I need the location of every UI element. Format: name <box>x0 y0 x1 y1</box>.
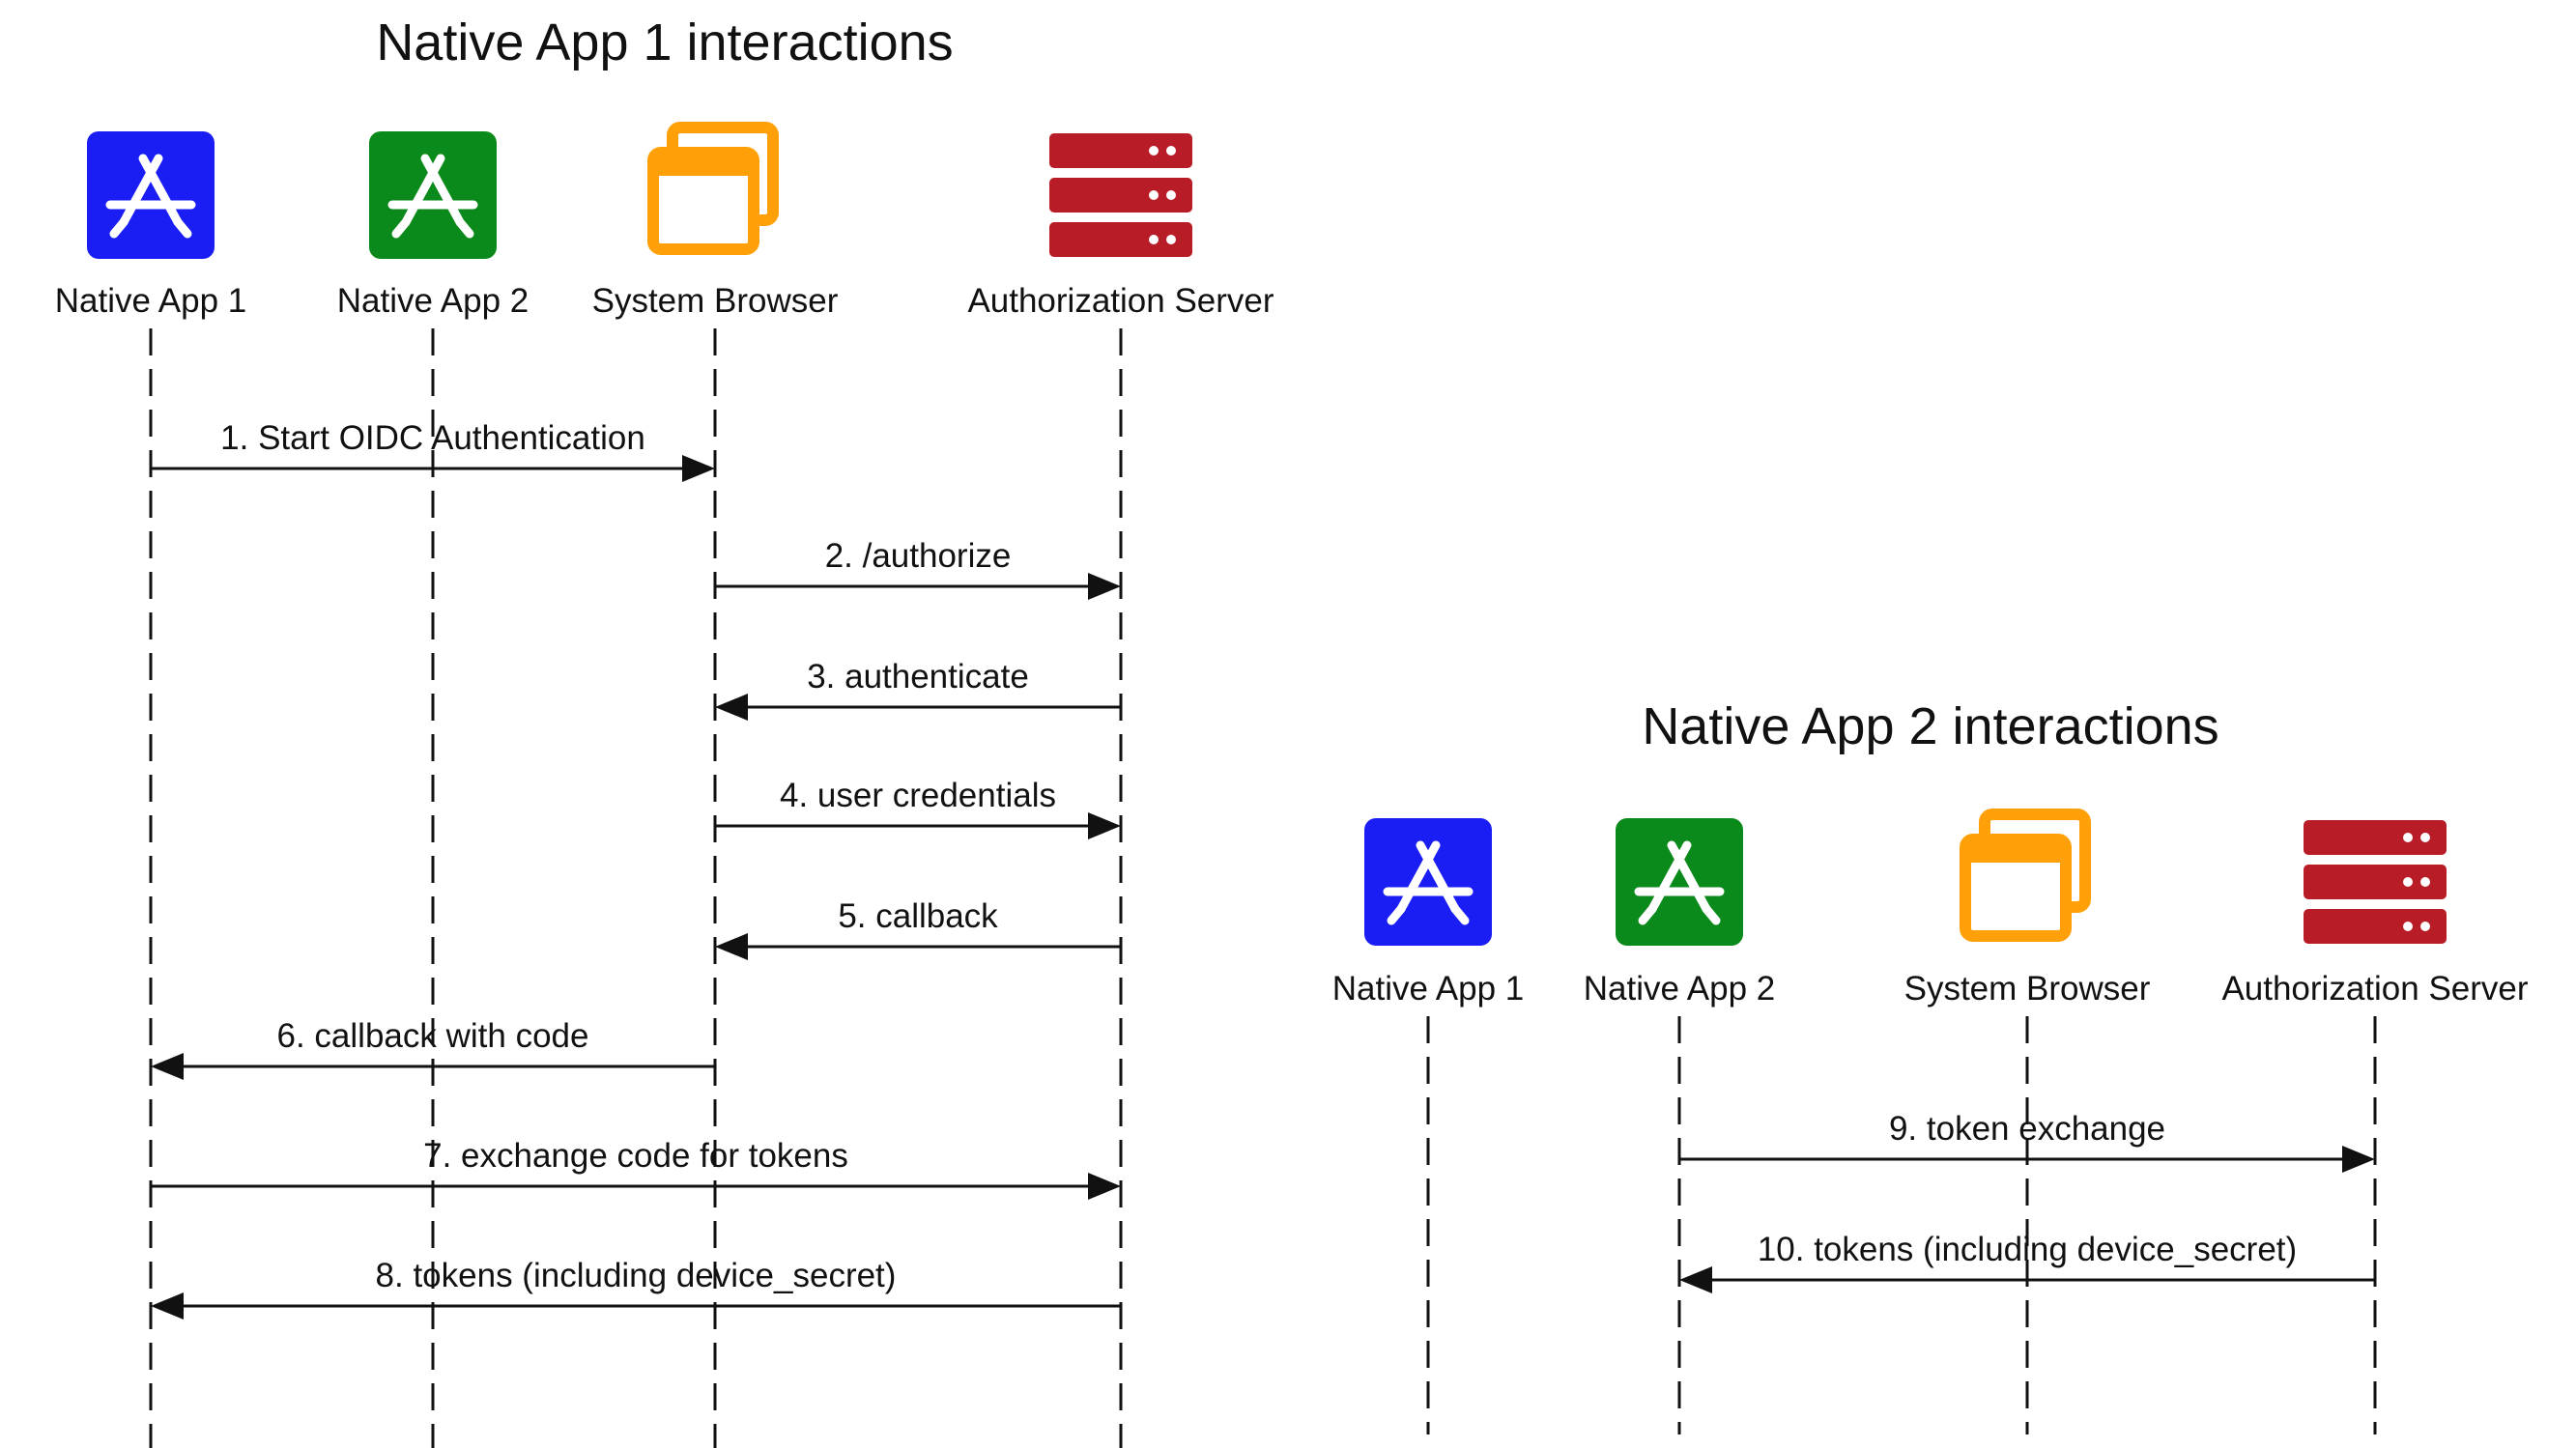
message-6: 6. callback with code <box>151 1017 715 1080</box>
message-label: 4. user credentials <box>780 777 1056 814</box>
actor-app2: Native App 2 <box>337 131 529 1448</box>
panel2-native-app-2-interactions: Native App 1 Native App 2 System Browser Au… <box>1332 809 2529 1434</box>
server-rack-icon <box>1049 133 1192 257</box>
app-store-blue-icon <box>87 131 215 259</box>
message-2: 10. tokens (including device_secret) <box>1679 1231 2375 1293</box>
message-5: 5. callback <box>715 897 1121 960</box>
message-7: 7. exchange code for tokens <box>151 1137 1121 1200</box>
message-label: 6. callback with code <box>277 1017 589 1055</box>
message-label: 8. tokens (including device_secret) <box>376 1257 897 1294</box>
message-8: 8. tokens (including device_secret) <box>151 1257 1121 1320</box>
app-store-green-icon <box>1616 818 1743 946</box>
arrowhead <box>682 455 715 482</box>
panel1-title: Native App 1 interactions <box>376 14 953 71</box>
arrowhead <box>151 1292 184 1320</box>
actor-label-server: Authorization Server <box>967 282 1274 320</box>
arrowhead <box>1088 812 1121 839</box>
app-store-green-icon <box>369 131 497 259</box>
actor-server: Authorization Server <box>967 133 1274 1448</box>
message-label: 9. token exchange <box>1889 1110 2165 1148</box>
panel1-native-app-1-interactions: Native App 1 Native App 2 System Browser Au… <box>55 122 1274 1448</box>
message-3: 3. authenticate <box>715 658 1121 721</box>
actor-app1: Native App 1 <box>55 131 246 1448</box>
actor-label-browser: System Browser <box>1904 970 2151 1008</box>
actor-label-app2: Native App 2 <box>1584 970 1775 1008</box>
actor-label-app1: Native App 1 <box>1332 970 1524 1008</box>
browser-windows-icon <box>1960 809 2091 942</box>
arrowhead <box>1088 1173 1121 1200</box>
arrowhead <box>715 694 748 721</box>
arrowhead <box>1088 573 1121 600</box>
message-1: 1. Start OIDC Authentication <box>151 419 715 482</box>
message-label: 10. tokens (including device_secret) <box>1758 1231 2297 1268</box>
message-4: 4. user credentials <box>715 777 1121 839</box>
actor-app1: Native App 1 <box>1332 818 1524 1434</box>
actor-label-app2: Native App 2 <box>337 282 529 320</box>
message-label: 7. exchange code for tokens <box>423 1137 848 1175</box>
arrowhead <box>715 933 748 960</box>
actor-app2: Native App 2 <box>1584 818 1775 1434</box>
app-store-blue-icon <box>1364 818 1492 946</box>
message-label: 5. callback <box>838 897 998 935</box>
actor-server: Authorization Server <box>2221 820 2529 1434</box>
arrowhead <box>1679 1266 1712 1293</box>
actor-browser: System Browser <box>592 122 839 1448</box>
browser-windows-icon <box>647 122 779 255</box>
actor-browser: System Browser <box>1904 809 2151 1434</box>
message-2: 2. /authorize <box>715 537 1121 600</box>
message-label: 1. Start OIDC Authentication <box>220 419 645 457</box>
message-label: 3. authenticate <box>807 658 1029 696</box>
arrowhead <box>151 1053 184 1080</box>
server-rack-icon <box>2304 820 2447 944</box>
message-1: 9. token exchange <box>1679 1110 2375 1173</box>
actor-label-browser: System Browser <box>592 282 839 320</box>
arrowhead <box>2342 1146 2375 1173</box>
message-label: 2. /authorize <box>825 537 1012 575</box>
panel2-title: Native App 2 interactions <box>1642 697 2218 755</box>
actor-label-server: Authorization Server <box>2221 970 2528 1008</box>
actor-label-app1: Native App 1 <box>55 282 246 320</box>
